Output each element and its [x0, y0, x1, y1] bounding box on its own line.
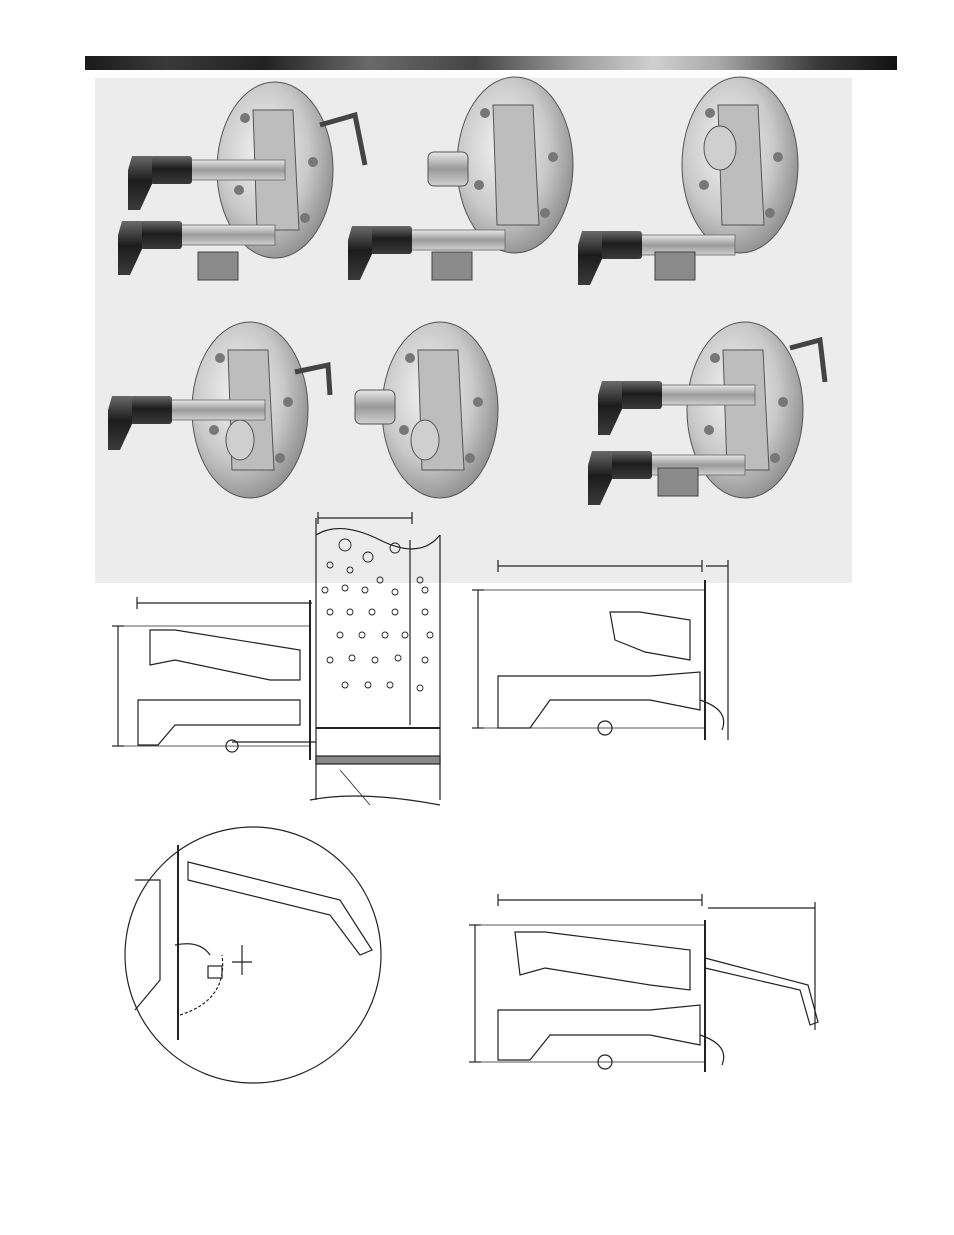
- assembly-6: [588, 322, 825, 505]
- elevation-drawing-bottom: [469, 894, 818, 1072]
- assembly-2: [348, 77, 573, 280]
- detail-view: [125, 827, 381, 1083]
- assembly-3: [578, 77, 798, 285]
- elevation-drawing-top: [472, 560, 728, 740]
- assembly-5: [355, 322, 498, 498]
- wall-section-drawing: [112, 512, 440, 805]
- refractory-holes: [322, 539, 433, 691]
- assembly-1: [118, 82, 365, 280]
- assembly-4: [108, 322, 330, 498]
